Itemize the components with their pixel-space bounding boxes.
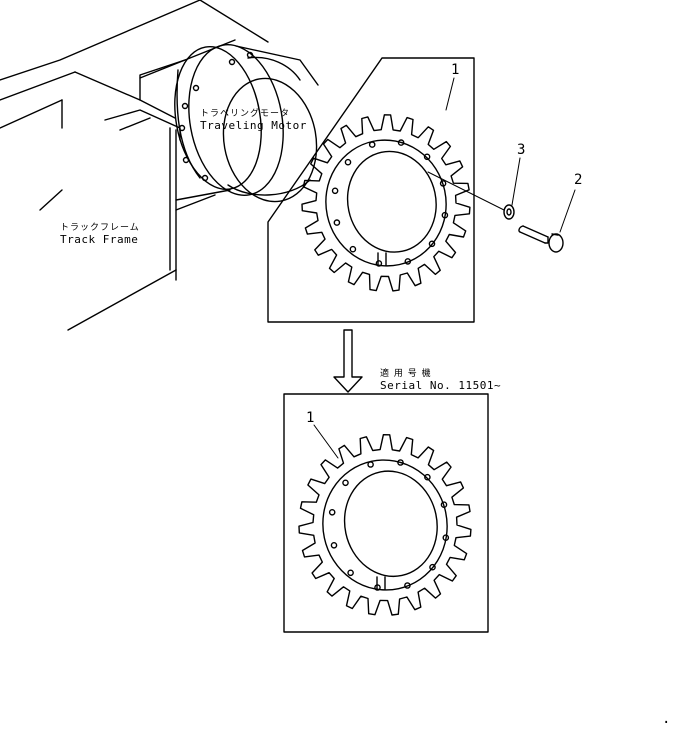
sprocket-bolt-hole (441, 211, 449, 219)
sprocket-bore (346, 150, 437, 253)
sprocket-bolt-hole (344, 158, 352, 166)
leader-lines (313, 77, 576, 459)
sprocket-notch (376, 576, 386, 590)
sprocket-notch (377, 252, 387, 266)
callout-number-bolt: 2 (574, 172, 583, 188)
traveling-motor-drawing (139, 0, 319, 203)
sprocket-bolt-hole (404, 258, 412, 265)
motor-label: トラベリングモータ Traveling Motor (200, 108, 307, 132)
stray-mark: . (662, 711, 671, 727)
sprocket-bolt-hole (342, 479, 349, 487)
motor-label-jp: トラベリングモータ (200, 109, 291, 119)
transition-arrow (333, 329, 363, 393)
sprocket-bolt-hole (404, 582, 411, 589)
washer-part (503, 204, 515, 220)
sprocket-bolt-hole (424, 473, 431, 481)
frame-label-en: Track Frame (60, 233, 139, 246)
sprocket-bolt-hole (428, 240, 436, 248)
callout-number-washer: 3 (517, 142, 526, 158)
bolt-part (518, 225, 564, 253)
sprocket-bolt-hole (440, 501, 448, 509)
sprocket-bolt-hole (349, 245, 357, 253)
sprocket-bolt-hole (423, 153, 431, 161)
sprocket-bolt-hole (347, 569, 354, 577)
sprocket-upper (301, 114, 471, 292)
sprocket-teeth-outline (298, 434, 472, 616)
sprocket-bolt-hole (367, 461, 374, 468)
sprocket-bore (343, 470, 438, 578)
upper-callout-frame (267, 57, 475, 323)
sprocket-bolt-hole (397, 459, 404, 466)
callout-number-lower-sprocket: 1 (306, 410, 315, 426)
sprocket-lower (298, 434, 472, 616)
sprocket-bolt-hole (333, 219, 341, 226)
motor-label-en: Traveling Motor (200, 119, 307, 132)
sprocket-bolt-hole (429, 563, 436, 571)
callout-number-upper-sprocket: 1 (451, 62, 460, 78)
sprocket-teeth-outline (301, 114, 471, 292)
sprocket-bolt-hole (330, 542, 338, 549)
frame-label: トラックフレーム Track Frame (60, 222, 140, 246)
frame-label-jp: トラックフレーム (60, 223, 140, 233)
serial-label-jp: 適 用 号 機 (380, 369, 432, 379)
sprocket-bolt-hole (397, 139, 405, 146)
track-frame-drawing (0, 0, 231, 331)
sprocket-bolt-hole (375, 260, 383, 267)
sprocket-bolt-hole (328, 508, 336, 516)
sprocket-bolt-hole (331, 187, 339, 195)
serial-label-en: Serial No. 11501~ (380, 379, 502, 392)
serial-label: 適 用 号 機 Serial No. 11501~ (380, 368, 501, 392)
sprocket-bolt-hole (439, 180, 447, 187)
lower-callout-frame (283, 393, 489, 633)
sprocket-bolt-hole (368, 141, 376, 148)
sprocket-bolt-hole (442, 534, 450, 542)
